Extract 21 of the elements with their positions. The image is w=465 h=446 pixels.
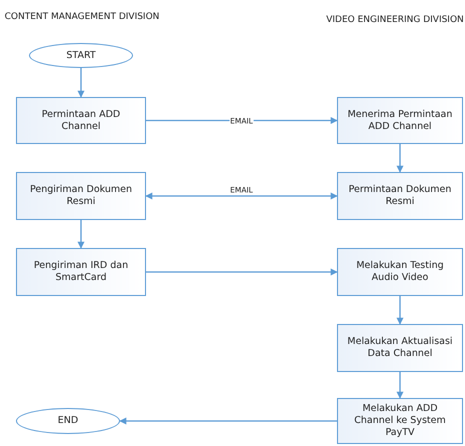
arrow: [396, 144, 404, 173]
arrow: [146, 117, 338, 124]
process-box: Melakukan Aktualisasi Data Channel: [337, 324, 463, 372]
arrow: [396, 296, 404, 325]
process-box: Pengiriman IRD dan SmartCard: [16, 248, 146, 296]
process-box: Melakukan ADD Channel ke System PayTV: [337, 398, 463, 444]
lane-heading: VIDEO ENGINEERING DIVISION: [325, 15, 465, 27]
process-box: Permintaan Dokumen Resmi: [337, 172, 463, 220]
arrow: [146, 268, 338, 276]
arrow: [78, 220, 84, 249]
arrow: [145, 192, 338, 200]
arrow: [78, 68, 84, 98]
process-box: Melakukan Testing Audio Video: [337, 248, 463, 296]
arrow: [119, 418, 337, 424]
process-box: Permintaan ADD Channel: [16, 97, 146, 144]
arrow: [396, 372, 404, 399]
terminal-oval: END: [16, 408, 120, 434]
process-box: Pengiriman Dokumen Resmi: [16, 172, 146, 220]
terminal-oval: START: [29, 43, 133, 68]
lane-heading: CONTENT MANAGEMENT DIVISION: [4, 12, 160, 24]
process-box: Menerima Permintaan ADD Channel: [337, 97, 463, 144]
